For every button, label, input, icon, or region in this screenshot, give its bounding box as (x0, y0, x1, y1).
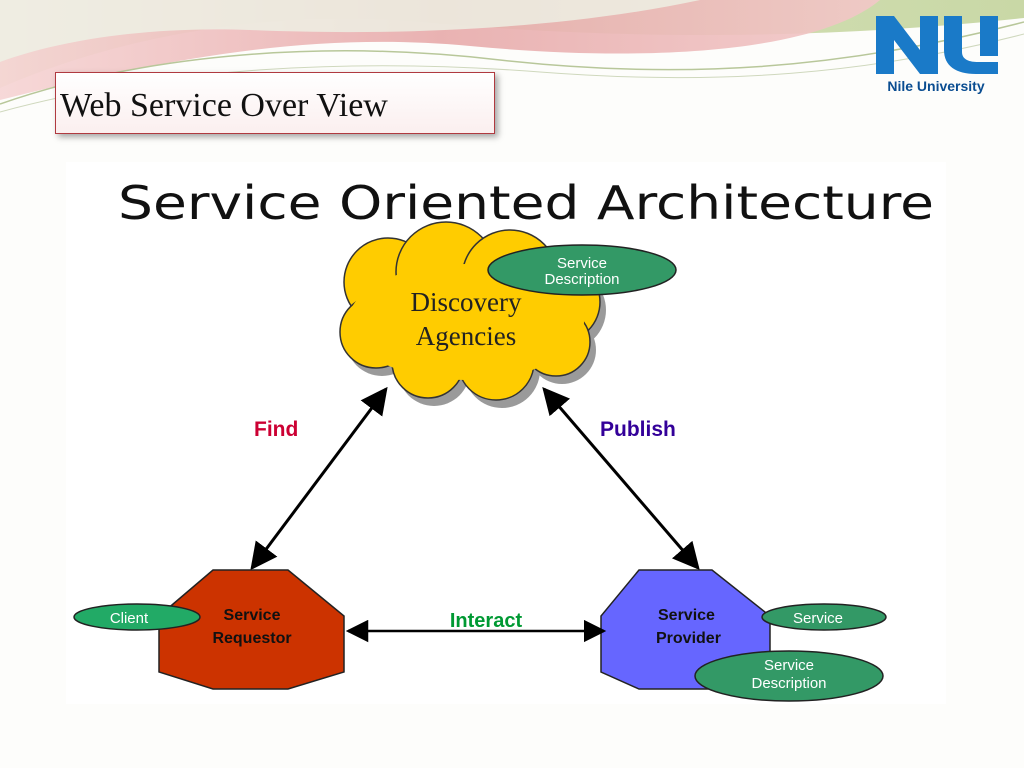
provider-label-line1: Service (658, 607, 715, 624)
publish-label: Publish (600, 418, 676, 441)
slide-title: Web Service Over View (60, 87, 388, 124)
publish-arrow (542, 386, 700, 571)
service-label: Service (793, 610, 843, 627)
discovery-label-line1: Discovery (411, 287, 522, 317)
slide-title-box: Web Service Over View (55, 72, 495, 134)
client-label: Client (110, 610, 149, 627)
discovery-tag-line2: Description (544, 271, 619, 288)
discovery-label-line2: Agencies (416, 321, 516, 351)
discovery-tag-line1: Service (557, 255, 607, 272)
nu-monogram-icon (876, 16, 998, 74)
service-requestor-node: Service Requestor (158, 569, 345, 690)
provider-label-line2: Provider (656, 630, 721, 647)
discovery-service-description-tag: Service Description (487, 244, 677, 296)
service-tag: Service (761, 603, 887, 631)
requestor-label-line1: Service (224, 607, 281, 624)
nile-university-logo: Nile University (872, 14, 1000, 104)
client-tag: Client (73, 603, 201, 631)
interact-label: Interact (450, 610, 523, 632)
requestor-label-line2: Requestor (212, 630, 291, 647)
logo-caption: Nile University (887, 78, 985, 94)
provider-tag-line2: Description (751, 675, 826, 692)
soa-diagram: Service Oriented Architecture Discovery … (66, 162, 946, 704)
find-label: Find (254, 418, 298, 441)
diagram-heading: Service Oriented Architecture (118, 176, 934, 230)
provider-tag-line1: Service (764, 657, 814, 674)
find-arrow (250, 386, 388, 571)
provider-service-description-tag: Service Description (694, 650, 884, 702)
